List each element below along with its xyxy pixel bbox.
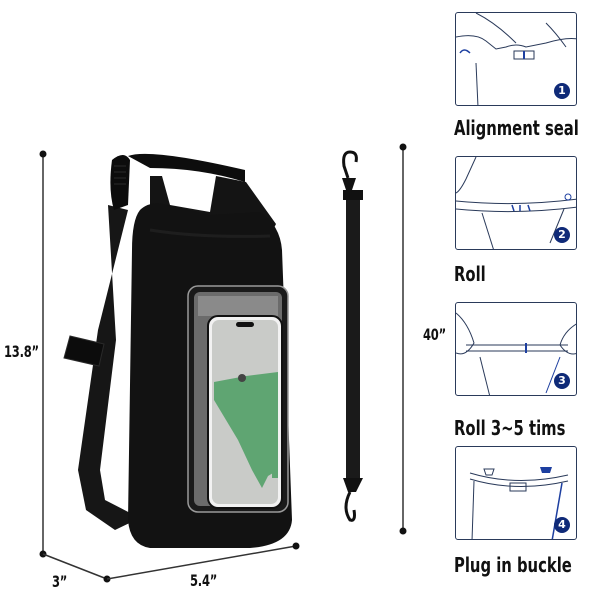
step-2-illustration: 2 — [455, 156, 577, 250]
strap-length-dimension-label: 40” — [423, 325, 446, 344]
step-3-caption: Roll 3~5 tims — [454, 416, 566, 440]
step-number-badge: 4 — [554, 517, 570, 533]
step-number-badge: 2 — [554, 227, 570, 243]
step-number-badge: 1 — [554, 83, 570, 99]
hands-rolling-repeat-icon — [456, 312, 576, 395]
hands-aligning-seal-icon — [456, 13, 576, 105]
step-1-caption: Alignment seal — [454, 116, 579, 140]
hands-plugging-buckle-icon — [469, 467, 569, 539]
step-number-badge: 3 — [554, 373, 570, 389]
width-dimension-label: 5.4” — [190, 571, 218, 590]
step-4-caption: Plug in buckle — [454, 553, 572, 577]
depth-dimension-label: 3” — [52, 572, 68, 591]
step-1-illustration: 1 — [455, 12, 577, 106]
height-dimension-label: 13.8” — [4, 342, 39, 361]
step-4-illustration: 4 — [455, 446, 577, 540]
step-2-caption: Roll — [454, 262, 486, 286]
hands-rolling-top-icon — [456, 157, 576, 249]
step-3-illustration: 3 — [455, 302, 577, 396]
